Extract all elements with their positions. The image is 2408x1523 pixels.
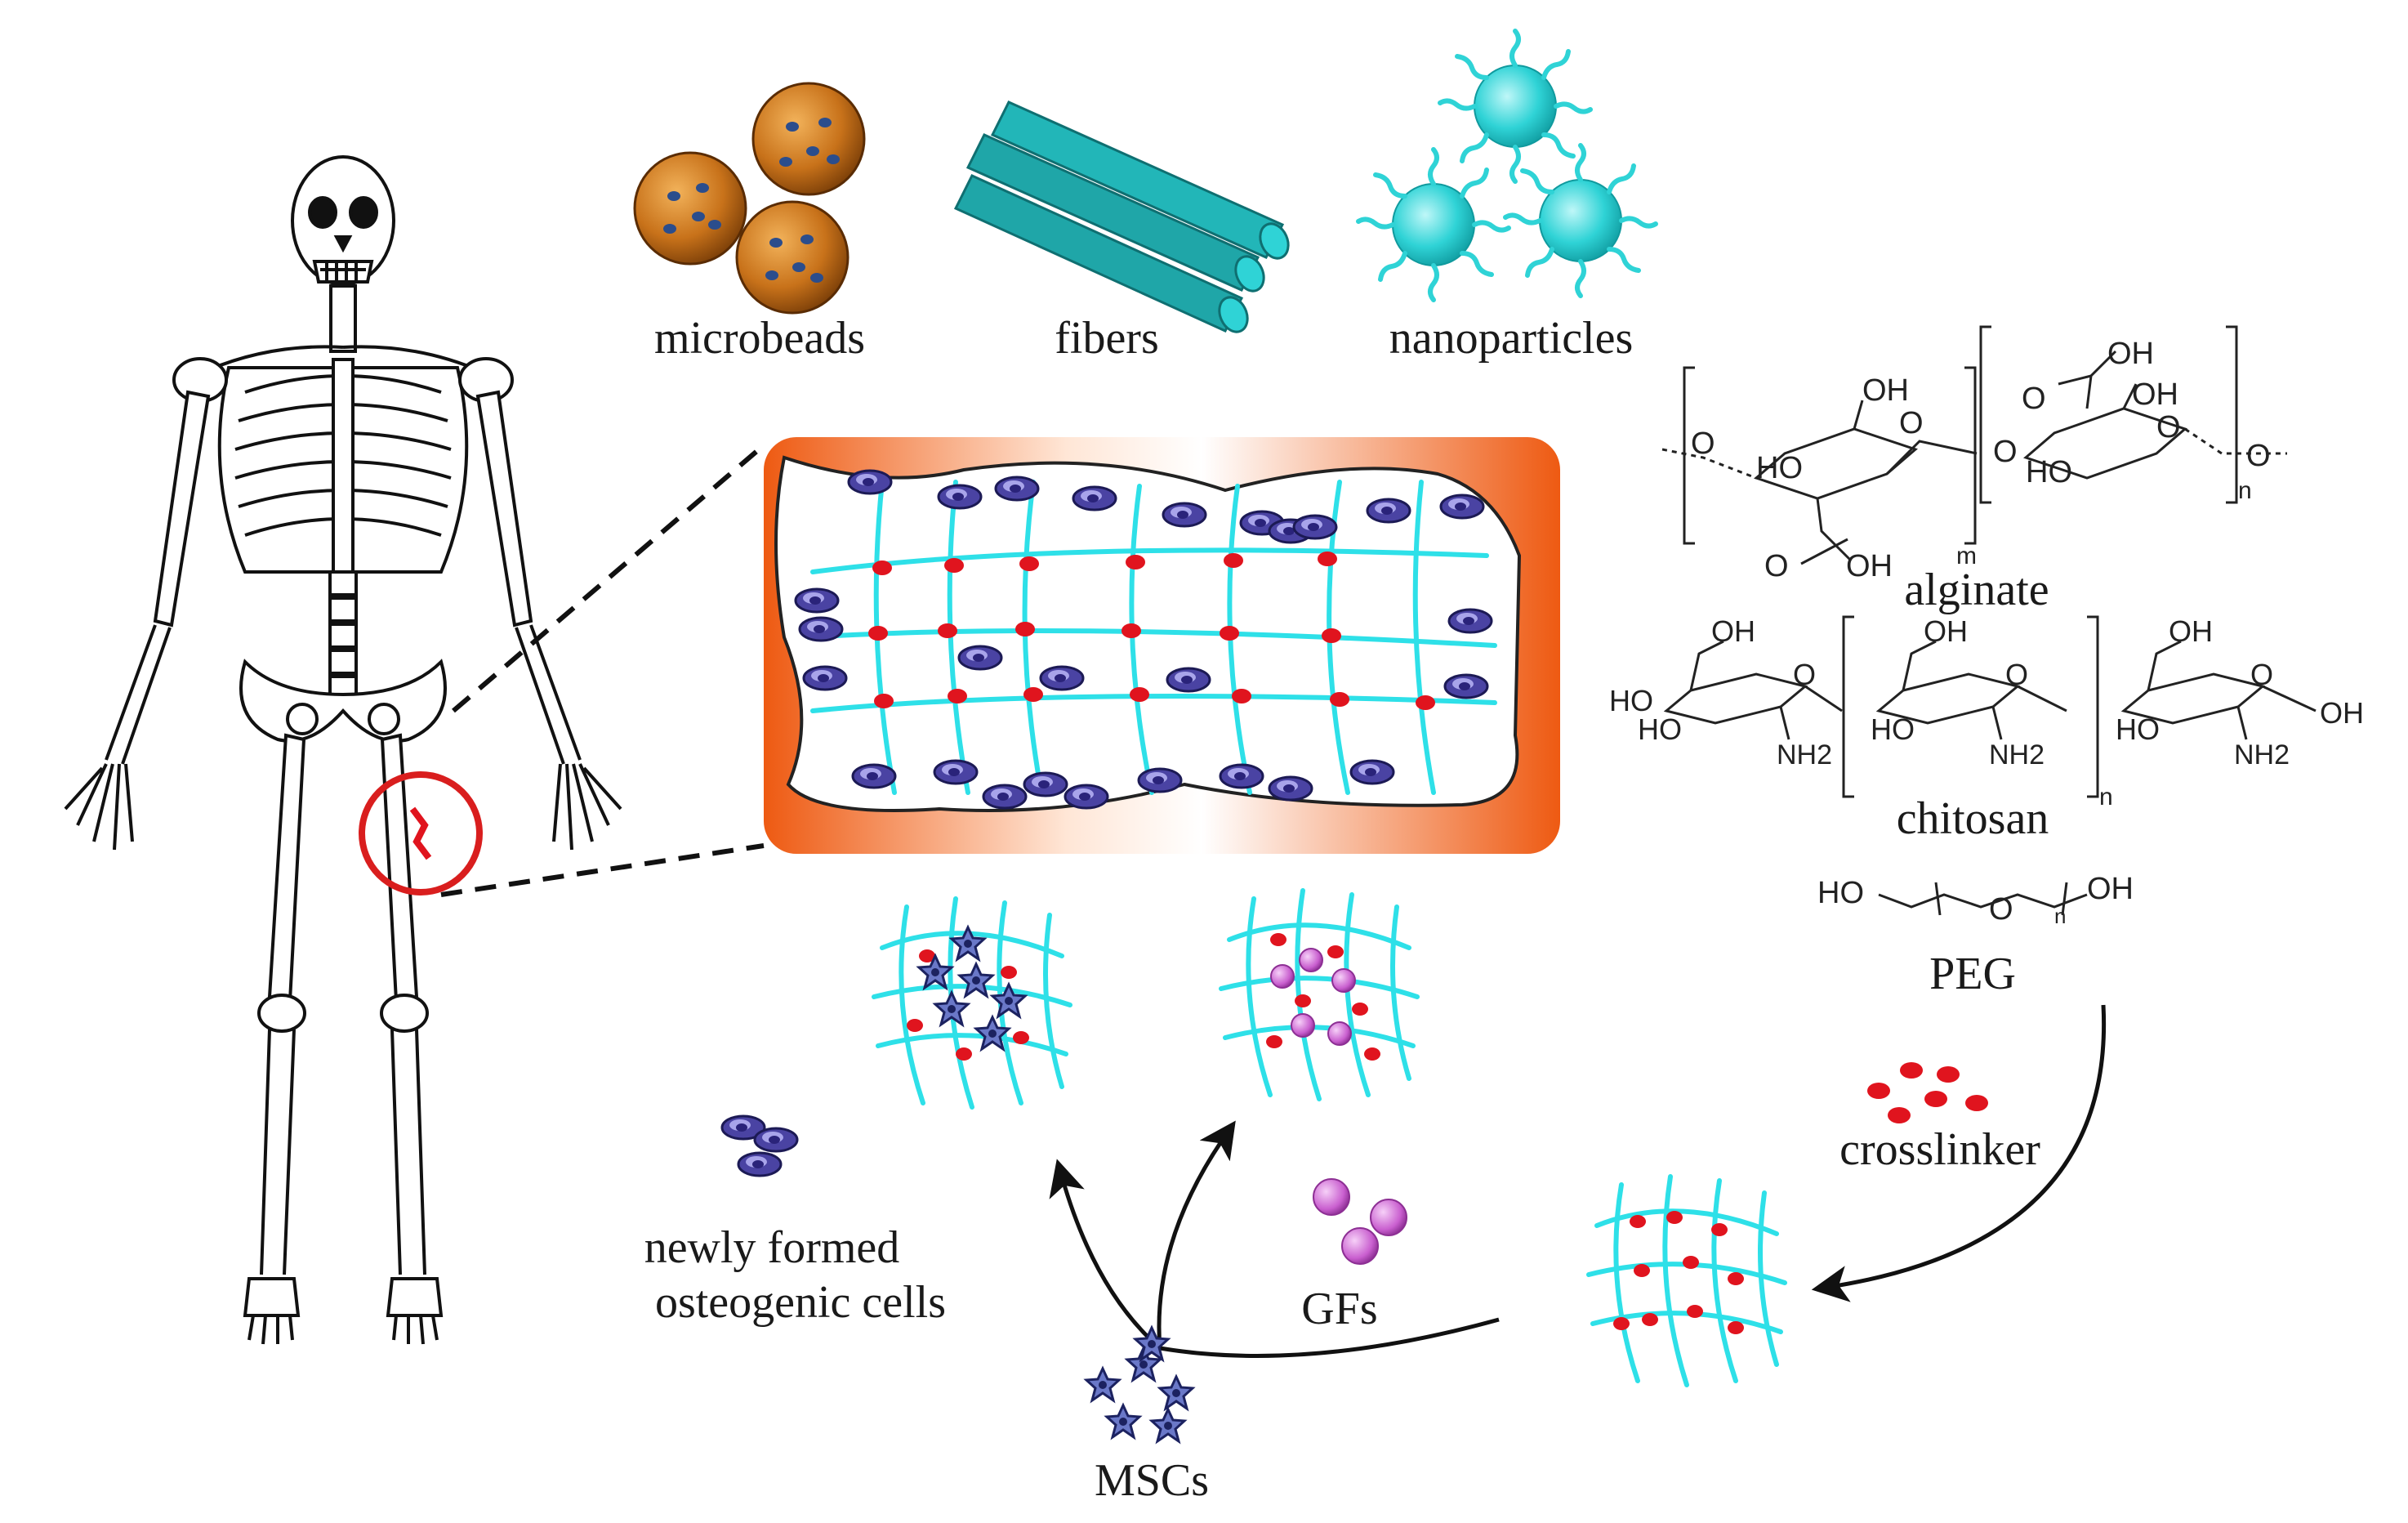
svg-text:OH: OH [2132, 377, 2178, 412]
mscs-illustration [1085, 1326, 1194, 1443]
svg-text:NH2: NH2 [1989, 739, 2045, 770]
svg-text:HO: HO [1638, 712, 1682, 746]
microbeads-label: microbeads [654, 313, 865, 364]
arrow-to-cell-gel [1049, 1159, 1162, 1350]
svg-text:O: O [1691, 427, 1715, 461]
svg-text:OH: OH [2320, 696, 2364, 730]
arrow-to-hydrogel [1811, 1004, 2107, 1302]
svg-text:HO: HO [2116, 712, 2160, 746]
svg-text:O: O [2250, 658, 2273, 691]
svg-text:OH: OH [1924, 614, 1968, 648]
svg-text:O: O [1764, 549, 1789, 583]
svg-text:NH2: NH2 [2234, 739, 2290, 770]
svg-text:OH: OH [1711, 614, 1755, 648]
alginate-structure [1661, 325, 2287, 565]
microbeads-illustration [633, 82, 866, 315]
gfs-label: GFs [1301, 1284, 1377, 1334]
svg-text:O: O [2156, 410, 2181, 444]
osteogenic-cells-label-line1: newly formed [644, 1222, 900, 1273]
zoom-lines [440, 443, 765, 897]
chitosan-structure [1663, 615, 2317, 798]
svg-text:O: O [2005, 658, 2028, 691]
nanoparticles-illustration [1358, 31, 1656, 300]
svg-text:O: O [1793, 658, 1816, 691]
peg-structure [1878, 882, 2088, 916]
svg-text:OH: OH [2087, 872, 2134, 906]
growth-factors [1313, 1178, 1407, 1265]
svg-text:HO: HO [1609, 684, 1653, 717]
mscs-label: MSCs [1095, 1455, 1209, 1506]
osteogenic-cells-label-line2: osteogenic cells [655, 1277, 946, 1328]
chitosan-atom-labels: OH HO HO NH2 O OH HO NH2 O n OH HO NH2 O… [1609, 614, 2364, 811]
alginate-atom-labels: OH O HO O O OH m OH O OH O HO n O O [1691, 337, 2271, 583]
svg-text:m: m [1956, 543, 1977, 569]
bone-defect [409, 806, 432, 860]
svg-text:O: O [1899, 406, 1924, 440]
fibers-label: fibers [1055, 313, 1159, 364]
nanoparticles-label: nanoparticles [1389, 313, 1634, 364]
crosslinker-dots [1867, 1062, 1988, 1123]
svg-text:n: n [2054, 904, 2066, 928]
svg-text:n: n [2099, 784, 2113, 811]
arrow-to-gf-gel [1157, 1120, 1236, 1349]
crosslinker-label: crosslinker [1839, 1124, 2040, 1175]
svg-text:HO: HO [1817, 876, 1864, 910]
peg-label: PEG [1929, 949, 2016, 999]
svg-text:HO: HO [2026, 455, 2072, 489]
chitosan-label: chitosan [1897, 793, 2049, 844]
hydrogel-network [1589, 1177, 1785, 1385]
main-cycle-arrow [1159, 1317, 1500, 1358]
svg-text:O: O [1993, 435, 2018, 469]
svg-text:O: O [2022, 382, 2046, 416]
svg-text:O: O [2246, 439, 2271, 473]
svg-text:OH: OH [1846, 549, 1893, 583]
scaffold-zoom-panel [764, 437, 1560, 854]
fibers-illustration [953, 100, 1290, 333]
skeleton-illustration [64, 155, 622, 1345]
svg-text:OH: OH [1862, 373, 1909, 408]
alginate-label: alginate [1904, 565, 2049, 615]
svg-text:NH2: NH2 [1777, 739, 1832, 770]
svg-text:HO: HO [1756, 451, 1803, 485]
svg-text:O: O [1989, 892, 2013, 927]
cell-loaded-hydrogel [874, 899, 1070, 1107]
defect-highlight-ring [359, 771, 483, 895]
svg-text:OH: OH [2169, 614, 2213, 648]
peg-atom-labels: HO O n OH [1817, 872, 2134, 928]
svg-text:n: n [2238, 477, 2252, 504]
svg-text:OH: OH [2107, 337, 2154, 371]
gf-loaded-hydrogel [1221, 891, 1417, 1099]
osteogenic-cells-illustration [720, 1114, 799, 1177]
svg-text:HO: HO [1871, 712, 1915, 746]
